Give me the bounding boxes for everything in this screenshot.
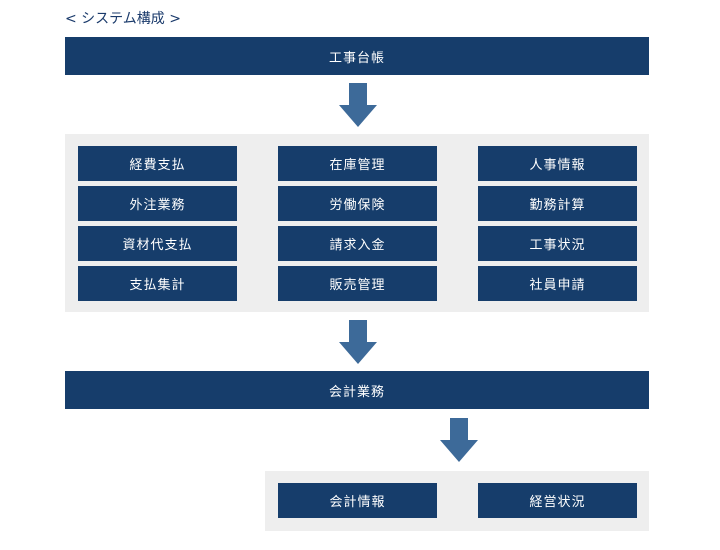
module-box: 労働保険 xyxy=(278,186,437,221)
module-box: 工事状況 xyxy=(478,226,637,261)
module-box: 資材代支払 xyxy=(78,226,237,261)
module-box: 経費支払 xyxy=(78,146,237,181)
output-box: 会計情報 xyxy=(278,483,437,518)
module-box: 販売管理 xyxy=(278,266,437,301)
diagram-title: < システム構成 > xyxy=(65,11,181,27)
down-arrow-icon xyxy=(440,418,478,462)
down-arrow-icon xyxy=(339,83,377,127)
module-box: 外注業務 xyxy=(78,186,237,221)
module-box: 人事情報 xyxy=(478,146,637,181)
outputs-panel: 会計情報 経営状況 xyxy=(265,471,649,531)
module-box: 社員申請 xyxy=(478,266,637,301)
middle-bar-kaikei-gyomu: 会計業務 xyxy=(65,371,649,409)
down-arrow-icon xyxy=(339,320,377,364)
module-box: 勤務計算 xyxy=(478,186,637,221)
output-box: 経営状況 xyxy=(478,483,637,518)
modules-panel: 経費支払 外注業務 資材代支払 支払集計 在庫管理 労働保険 請求入金 販売管理… xyxy=(65,134,649,312)
module-box: 請求入金 xyxy=(278,226,437,261)
module-box: 在庫管理 xyxy=(278,146,437,181)
top-bar-koji-daicho: 工事台帳 xyxy=(65,37,649,75)
module-box: 支払集計 xyxy=(78,266,237,301)
